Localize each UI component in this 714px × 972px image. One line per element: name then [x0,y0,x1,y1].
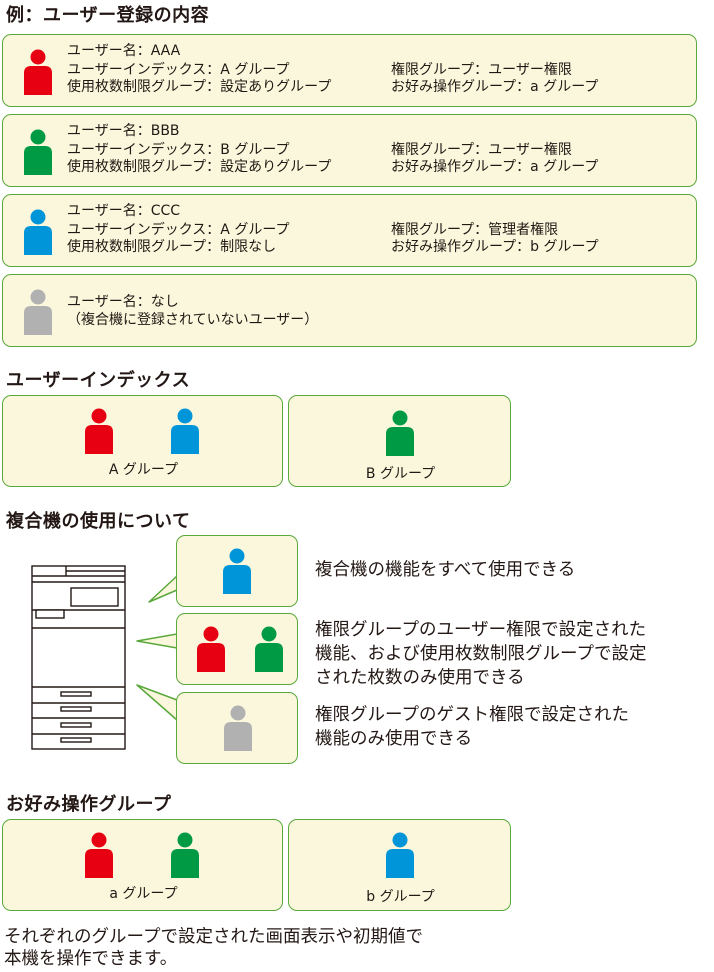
user-gray-icon [24,289,52,335]
printer-icon [31,565,126,750]
favorite-note: それぞれのグループで設定された画面表示や初期値で 本機を操作できます。 [4,927,423,969]
user-blue-icon [24,209,52,255]
user-card-bbb: ユーザー名：BBB ユーザーインデックス：B グループ 使用枚数制限グループ：設… [2,114,697,187]
printer-diagram [31,565,178,750]
user-blue-icon [171,408,199,454]
user-name: ユーザー名：BBB [67,123,180,139]
user-red-icon [85,408,113,454]
group-label: A グループ [108,462,179,478]
user-index: ユーザーインデックス：A グループ [67,62,290,78]
callout-guest-user [176,692,298,764]
favorite-heading: お好み操作グループ [6,794,172,815]
user-card-ccc: ユーザー名：CCC ユーザーインデックス：A グループ 使用枚数制限グループ：制… [2,194,697,267]
user-index-heading: ユーザーインデックス [6,370,191,391]
usage-caption-guest: 権限グループのゲスト権限で設定された 機能のみ使用できる [315,705,629,749]
user-green-icon [171,832,199,878]
favorite-group-b: b グループ [288,819,511,911]
user-green-icon [255,626,283,672]
group-label: B グループ [365,466,436,482]
user-index: ユーザーインデックス：A グループ [67,222,290,238]
user-gray-icon [224,705,252,751]
user-note: （複合機に登録されていないユーザー） [67,312,319,328]
callout-standard-users [176,613,298,685]
user-card-aaa: ユーザー名：AAA ユーザーインデックス：A グループ 使用枚数制限グループ：設… [2,34,697,107]
usage-caption-full: 複合機の機能をすべて使用できる [315,560,576,580]
index-group-b: B グループ [288,395,511,487]
user-auth-group: 権限グループ：ユーザー権限 [391,142,572,158]
group-label: b グループ [366,889,435,905]
user-green-icon [24,129,52,175]
mfp-usage-heading: 複合機の使用について [6,511,191,532]
user-fav-group: お好み操作グループ：a グループ [391,159,599,175]
callout-admin-user [176,535,298,607]
favorite-group-a: a グループ [2,819,283,911]
user-red-icon [24,49,52,95]
user-name: ユーザー名：なし [67,294,179,310]
usage-caption-limited: 権限グループのユーザー権限で設定された 機能、および使用枚数制限グループで設定 … [315,620,647,688]
user-limit-group: 使用枚数制限グループ：設定ありグループ [67,79,332,95]
user-red-icon [197,626,225,672]
user-red-icon [85,832,113,878]
user-blue-icon [386,832,414,878]
user-name: ユーザー名：AAA [67,43,181,59]
user-name: ユーザー名：CCC [67,203,181,219]
user-limit-group: 使用枚数制限グループ：設定ありグループ [67,159,332,175]
user-auth-group: 権限グループ：管理者権限 [391,222,559,238]
example-heading: 例：ユーザー登録の内容 [6,5,210,26]
callout-pointers [136,575,178,721]
user-card-unregistered: ユーザー名：なし （複合機に登録されていないユーザー） [2,274,697,347]
user-auth-group: 権限グループ：ユーザー権限 [391,62,572,78]
user-blue-icon [223,548,251,594]
user-index: ユーザーインデックス：B グループ [67,142,290,158]
index-group-a: A グループ [2,395,283,487]
user-green-icon [386,410,414,456]
user-limit-group: 使用枚数制限グループ：制限なし [67,239,277,255]
group-label: a グループ [109,886,178,902]
user-fav-group: お好み操作グループ：a グループ [391,79,599,95]
user-fav-group: お好み操作グループ：b グループ [391,239,599,255]
